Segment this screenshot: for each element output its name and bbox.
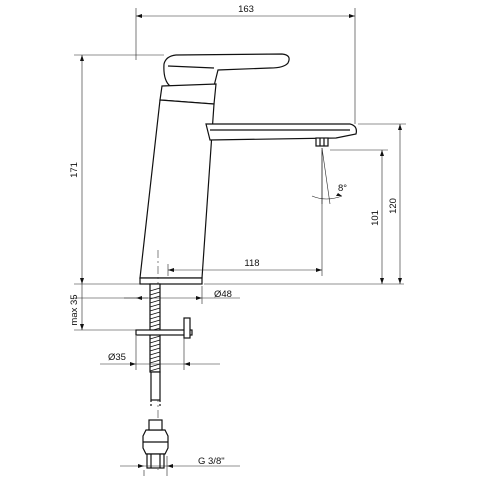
supply-hose <box>150 371 161 401</box>
thread-mark <box>149 315 161 320</box>
thread-mark <box>149 359 161 364</box>
thread-mark <box>149 367 161 372</box>
thread-mark <box>149 307 161 312</box>
dim-base-diameter: Ø48 <box>124 286 240 304</box>
thread-mark <box>149 319 161 324</box>
label-spout-reach: 118 <box>244 258 259 269</box>
thread-mark <box>149 295 161 300</box>
thread-mark <box>149 303 161 308</box>
thread-mark <box>149 339 161 344</box>
dim-mounting-hole: Ø35 <box>100 336 220 370</box>
dim-spout-height: 120 <box>358 123 406 284</box>
thread-mark <box>149 351 161 356</box>
clamp-plate <box>135 329 193 336</box>
thread-mark <box>149 299 161 304</box>
label-base-diameter: Ø48 <box>214 289 232 300</box>
dim-counter-thickness: max 35 <box>69 284 148 331</box>
label-counter-thickness: max 35 <box>69 294 80 325</box>
dim-overall-width: 163 <box>135 4 356 124</box>
dim-overall-height: 171 <box>69 54 164 285</box>
thread-mark <box>149 291 161 296</box>
label-overall-height: 171 <box>69 162 80 178</box>
thread-mark <box>149 323 161 328</box>
handle-lever <box>163 53 290 87</box>
mounting-hardware <box>135 283 193 469</box>
label-spout-height: 120 <box>388 198 399 214</box>
label-outlet-height: 101 <box>370 210 381 226</box>
spout <box>205 123 357 141</box>
faucet-body <box>139 53 357 285</box>
clamp-nut <box>183 317 191 339</box>
thread-mark <box>149 311 161 316</box>
thread-mark <box>149 335 161 340</box>
main-column <box>139 99 215 279</box>
base-flange <box>139 277 203 285</box>
dim-outlet-height: 101 <box>204 149 404 285</box>
dim-connection-thread: G 3/8" <box>120 456 240 476</box>
label-overall-width: 163 <box>238 4 254 15</box>
dim-spray-angle: 8° <box>311 147 347 205</box>
thread-mark <box>149 287 161 292</box>
thread-mark <box>149 347 161 352</box>
label-mounting-hole: Ø35 <box>108 352 126 363</box>
thread-mark <box>149 343 161 348</box>
thread-mark <box>149 355 161 360</box>
label-spray-angle: 8° <box>338 183 347 194</box>
thread-mark <box>149 363 161 368</box>
label-connection-thread: G 3/8" <box>198 456 225 467</box>
aerator <box>315 137 329 147</box>
